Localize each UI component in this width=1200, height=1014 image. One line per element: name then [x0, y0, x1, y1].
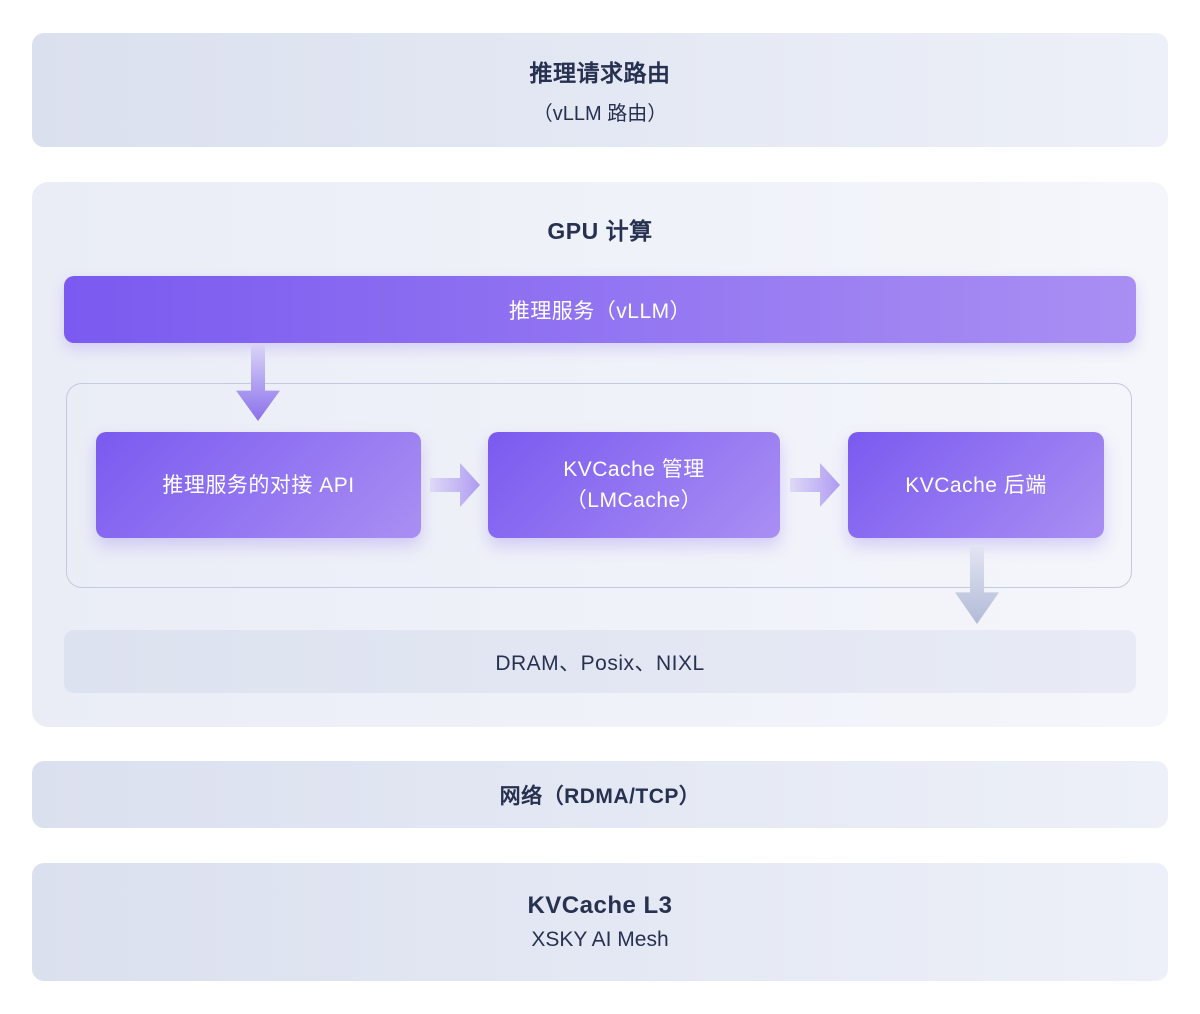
router-box-subtitle: （vLLM 路由）	[532, 103, 668, 125]
pipeline-node-backend: KVCache 后端	[848, 432, 1104, 538]
network-bar-label: 网络（RDMA/TCP）	[499, 784, 701, 808]
router-box: 推理请求路由 （vLLM 路由）	[32, 33, 1168, 147]
kvcache-l3-subtitle: XSKY AI Mesh	[531, 928, 669, 951]
kvcache-l3-box: KVCache L3 XSKY AI Mesh	[32, 863, 1168, 981]
pipeline-node-lmcache-line2: （LMCache）	[565, 489, 703, 512]
kvcache-l3-title: KVCache L3	[527, 892, 673, 919]
storage-backends-bar: DRAM、Posix、NIXL	[64, 630, 1136, 693]
pipeline-node-api: 推理服务的对接 API	[96, 432, 421, 538]
pipeline-node-lmcache-line1: KVCache 管理	[563, 458, 705, 481]
gpu-section-title: GPU 计算	[547, 218, 653, 244]
network-bar: 网络（RDMA/TCP）	[32, 761, 1168, 828]
pipeline-inner-box	[66, 383, 1132, 588]
pipeline-node-backend-label: KVCache 后端	[905, 473, 1047, 497]
pipeline-node-lmcache: KVCache 管理 （LMCache）	[488, 432, 780, 538]
gpu-compute-section: GPU 计算 推理服务（vLLM） 推理服务的对接 API KVCache 管理…	[32, 182, 1168, 727]
pipeline-node-api-label: 推理服务的对接 API	[162, 473, 355, 497]
inference-service-bar: 推理服务（vLLM）	[64, 276, 1136, 343]
router-box-title: 推理请求路由	[529, 60, 671, 86]
